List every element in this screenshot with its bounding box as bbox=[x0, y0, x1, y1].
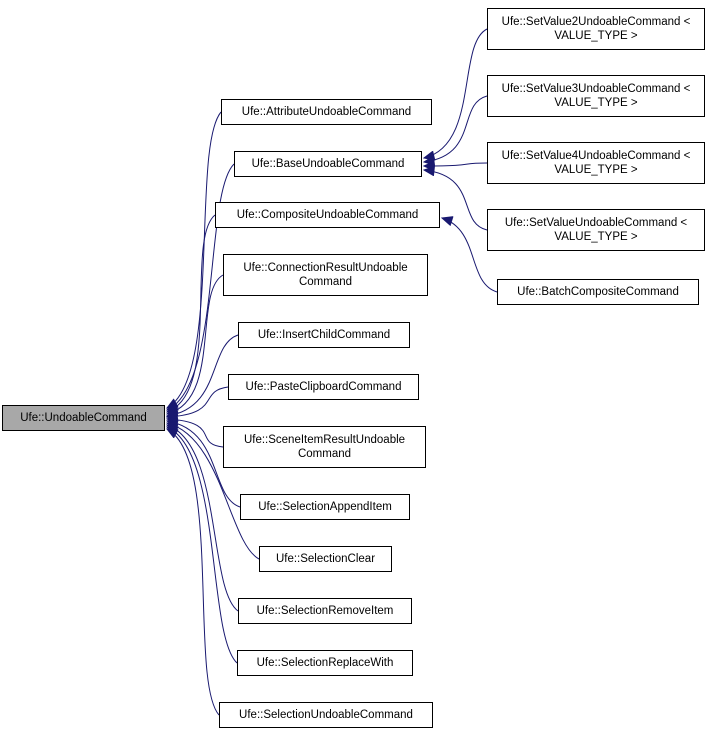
edge-selection-clear-to-undoable bbox=[167, 423, 260, 560]
node-batch-composite-command[interactable]: Ufe::BatchCompositeCommand bbox=[497, 279, 699, 305]
node-base-undoable-command[interactable]: Ufe::BaseUndoableCommand bbox=[234, 151, 422, 177]
edge-set-value-to-base bbox=[424, 170, 488, 231]
node-selection-append-item[interactable]: Ufe::SelectionAppendItem bbox=[240, 494, 410, 520]
node-scene-item-result-undoable-command[interactable]: Ufe::SceneItemResultUndoable Command bbox=[223, 426, 426, 468]
node-set-value-undoable-command[interactable]: Ufe::SetValueUndoableCommand < VALUE_TYP… bbox=[487, 209, 705, 251]
node-set-value3-undoable-command[interactable]: Ufe::SetValue3UndoableCommand < VALUE_TY… bbox=[487, 75, 705, 117]
edge-selection-append-to-undoable bbox=[167, 421, 241, 508]
edge-composite-to-undoable bbox=[167, 214, 216, 412]
node-selection-clear[interactable]: Ufe::SelectionClear bbox=[259, 546, 392, 572]
edge-attribute-to-undoable bbox=[167, 111, 222, 408]
node-selection-remove-item[interactable]: Ufe::SelectionRemoveItem bbox=[238, 598, 412, 624]
node-attribute-undoable-command[interactable]: Ufe::AttributeUndoableCommand bbox=[221, 99, 432, 125]
edge-insert-child-to-undoable bbox=[167, 334, 239, 416]
edge-selection-remove-to-undoable bbox=[167, 425, 239, 612]
edge-connection-to-undoable bbox=[167, 274, 224, 414]
node-composite-undoable-command[interactable]: Ufe::CompositeUndoableCommand bbox=[215, 202, 440, 228]
edge-set-value3-to-base bbox=[424, 95, 488, 162]
node-paste-clipboard-command[interactable]: Ufe::PasteClipboardCommand bbox=[228, 374, 419, 400]
edge-set-value2-to-base bbox=[424, 28, 488, 158]
edge-base-to-undoable bbox=[167, 163, 235, 410]
edge-scene-item-to-undoable bbox=[167, 419, 224, 448]
node-insert-child-command[interactable]: Ufe::InsertChildCommand bbox=[238, 322, 410, 348]
node-undoable-command: Ufe::UndoableCommand bbox=[2, 405, 165, 431]
node-set-value2-undoable-command[interactable]: Ufe::SetValue2UndoableCommand < VALUE_TY… bbox=[487, 8, 705, 50]
edge-set-value4-to-base bbox=[424, 163, 488, 166]
node-connection-result-undoable-command[interactable]: Ufe::ConnectionResultUndoable Command bbox=[223, 254, 428, 296]
edge-batch-composite-to-composite bbox=[442, 218, 498, 293]
node-selection-undoable-command[interactable]: Ufe::SelectionUndoableCommand bbox=[219, 702, 433, 728]
node-selection-replace-with[interactable]: Ufe::SelectionReplaceWith bbox=[237, 650, 413, 676]
edge-selection-replace-to-undoable bbox=[167, 427, 238, 664]
edge-paste-clipboard-to-undoable bbox=[167, 386, 229, 417]
edge-selection-undoable-to-undoable bbox=[167, 429, 220, 716]
node-set-value4-undoable-command[interactable]: Ufe::SetValue4UndoableCommand < VALUE_TY… bbox=[487, 142, 705, 184]
